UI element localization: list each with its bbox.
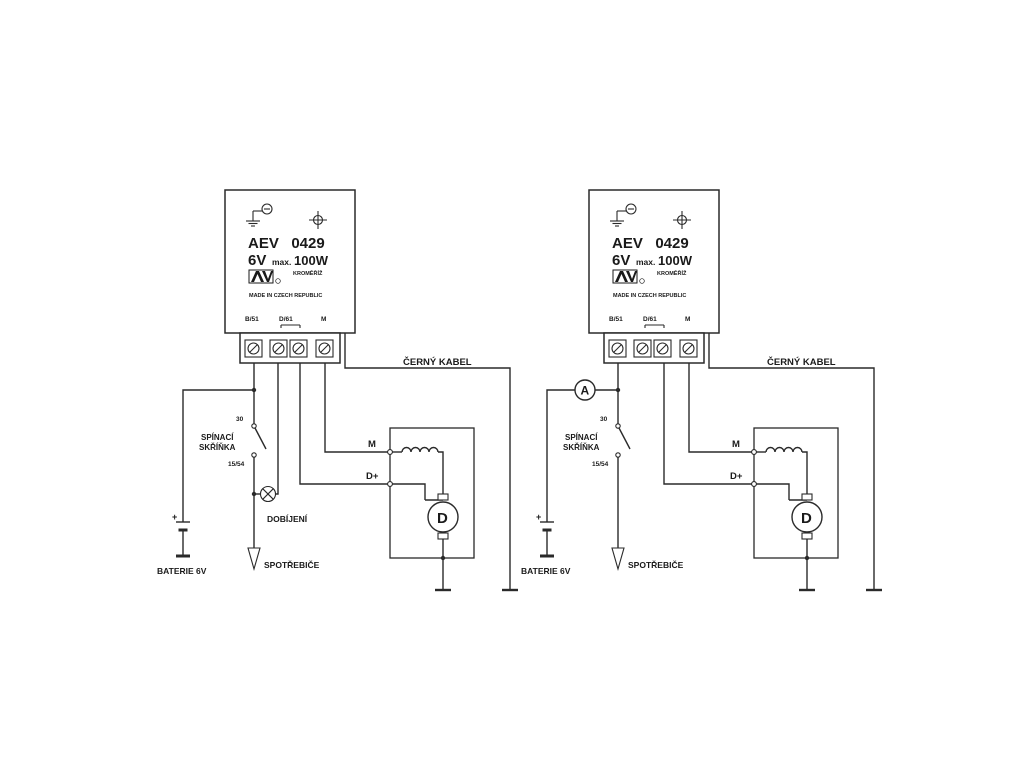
right-wiring-diagram: AEV 0429 6V max. 100W KROMĚŘÍŽ MADE IN C… [521,189,882,592]
ammeter-letter: A [581,384,590,398]
consumers-label: SPOTŘEBIČE [628,559,684,570]
left-wiring-diagram: AEV 0429 6V max. 100W KROMĚŘÍŽ MADE IN C… [157,189,518,592]
dynamo-box [753,427,839,559]
ignition-switch [251,390,267,548]
battery-icon [540,521,554,558]
module-power: 100W [658,253,693,268]
terminal-label-m: M [321,316,326,323]
switch-terminal-15-54: 15/54 [228,461,245,468]
consumers-arrow-icon [247,547,261,572]
aev-logo [612,269,645,284]
black-cable-wire [344,333,511,590]
module-city: KROMĚŘÍŽ [657,269,687,277]
dynamo-box [389,427,475,559]
field-coil-icon [392,446,444,494]
module-power: 100W [294,253,329,268]
terminal-label-d61: D/61 [643,316,657,323]
black-cable-wire [708,333,875,590]
module-voltage: 6V [612,252,630,269]
terminal-label-b51: B/51 [245,316,259,323]
black-cable-label: ČERNÝ KABEL [403,356,472,368]
regulator-module [588,189,720,334]
module-power-prefix: max. [272,257,291,267]
switch-name-1: SPÍNACÍ [565,433,598,442]
battery-plus-sign: + [536,512,541,522]
charging-lamp-label: DOBÍJENÍ [267,514,308,524]
terminal-label-m: M [685,316,690,323]
switch-terminal-30: 30 [236,416,244,423]
consumers-arrow-icon [611,547,625,572]
terminal-block [239,332,341,364]
module-city: KROMĚŘÍŽ [293,269,323,277]
motor-terminal-m: M [732,439,740,450]
consumers-label: SPOTŘEBIČE [264,559,320,570]
motor-terminal-m: M [368,439,376,450]
mounting-hole-icon [673,211,691,229]
dynamo-icon [427,493,459,540]
ignition-switch [615,390,631,548]
mounting-hole-icon [309,211,327,229]
motor-terminal-d-plus: D+ [730,471,743,482]
switch-terminal-30: 30 [600,416,608,423]
terminal-label-b51: B/51 [609,316,623,323]
module-origin: MADE IN CZECH REPUBLIC [249,293,322,299]
switch-terminal-15-54: 15/54 [592,461,609,468]
dynamo-icon [791,493,823,540]
dynamo-letter: D [801,510,812,527]
black-cable-label: ČERNÝ KABEL [767,356,836,368]
charging-lamp-icon [259,485,277,503]
terminal-block [603,332,705,364]
motor-terminal-d-plus: D+ [366,471,379,482]
battery-label: BATERIE 6V [157,566,207,576]
regulator-module [224,189,356,334]
module-power-prefix: max. [636,257,655,267]
switch-name-2: SKŘÍŇKA [199,443,236,452]
ground-minus-icon [246,203,273,227]
module-voltage: 6V [248,252,266,269]
battery-icon [176,521,190,558]
module-origin: MADE IN CZECH REPUBLIC [613,293,686,299]
field-coil-icon [756,446,808,494]
battery-plus-sign: + [172,512,177,522]
switch-name-2: SKŘÍŇKA [563,443,600,452]
ground-minus-icon [610,203,637,227]
switch-name-1: SPÍNACÍ [201,433,234,442]
aev-logo [248,269,281,284]
battery-label: BATERIE 6V [521,566,571,576]
module-model: AEV 0429 [612,235,689,252]
module-model: AEV 0429 [248,235,325,252]
terminal-label-d61: D/61 [279,316,293,323]
dynamo-letter: D [437,510,448,527]
